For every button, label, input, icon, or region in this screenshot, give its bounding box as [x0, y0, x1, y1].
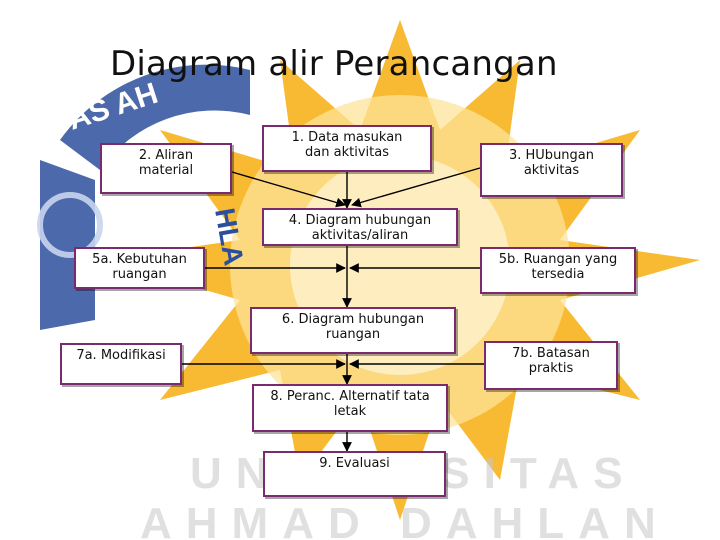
node-batasan-praktis: 7b. Batasan praktis — [484, 341, 618, 390]
node-label: 5b. Ruangan yang tersedia — [498, 252, 618, 282]
node-hubungan-aktivitas: 3. HUbungan aktivitas — [480, 143, 623, 197]
node-evaluasi: 9. Evaluasi — [263, 451, 446, 497]
node-label: 5a. Kebutuhan ruangan — [92, 252, 187, 282]
emblem-sun-icon — [37, 192, 103, 258]
node-label: 4. Diagram hubungan aktivitas/aliran — [288, 213, 432, 243]
page-title: Diagram alir Perancangan — [110, 44, 558, 84]
node-label: 2. Aliran material — [138, 148, 194, 178]
node-label: 6. Diagram hubungan ruangan — [281, 312, 425, 342]
node-label: 8. Peranc. Alternatif tata letak — [270, 389, 430, 419]
node-data-masukan: 1. Data masukan dan aktivitas — [262, 125, 432, 172]
node-label: 9. Evaluasi — [319, 456, 390, 471]
watermark-line-2: AHMAD DAHLAN — [140, 499, 670, 540]
node-alternatif-tata-letak: 8. Peranc. Alternatif tata letak — [252, 384, 448, 432]
node-label: 7b. Batasan praktis — [512, 346, 590, 376]
node-ruangan-tersedia: 5b. Ruangan yang tersedia — [480, 247, 636, 294]
node-diagram-aktivitas-aliran: 4. Diagram hubungan aktivitas/aliran — [262, 208, 458, 246]
node-label: 1. Data masukan dan aktivitas — [291, 130, 403, 160]
node-modifikasi: 7a. Modifikasi — [60, 343, 182, 385]
node-kebutuhan-ruangan: 5a. Kebutuhan ruangan — [74, 247, 205, 289]
node-label: 3. HUbungan aktivitas — [508, 148, 594, 178]
node-aliran-material: 2. Aliran material — [100, 143, 232, 194]
node-label: 7a. Modifikasi — [76, 348, 166, 363]
node-diagram-hubungan-ruangan: 6. Diagram hubungan ruangan — [250, 307, 456, 354]
